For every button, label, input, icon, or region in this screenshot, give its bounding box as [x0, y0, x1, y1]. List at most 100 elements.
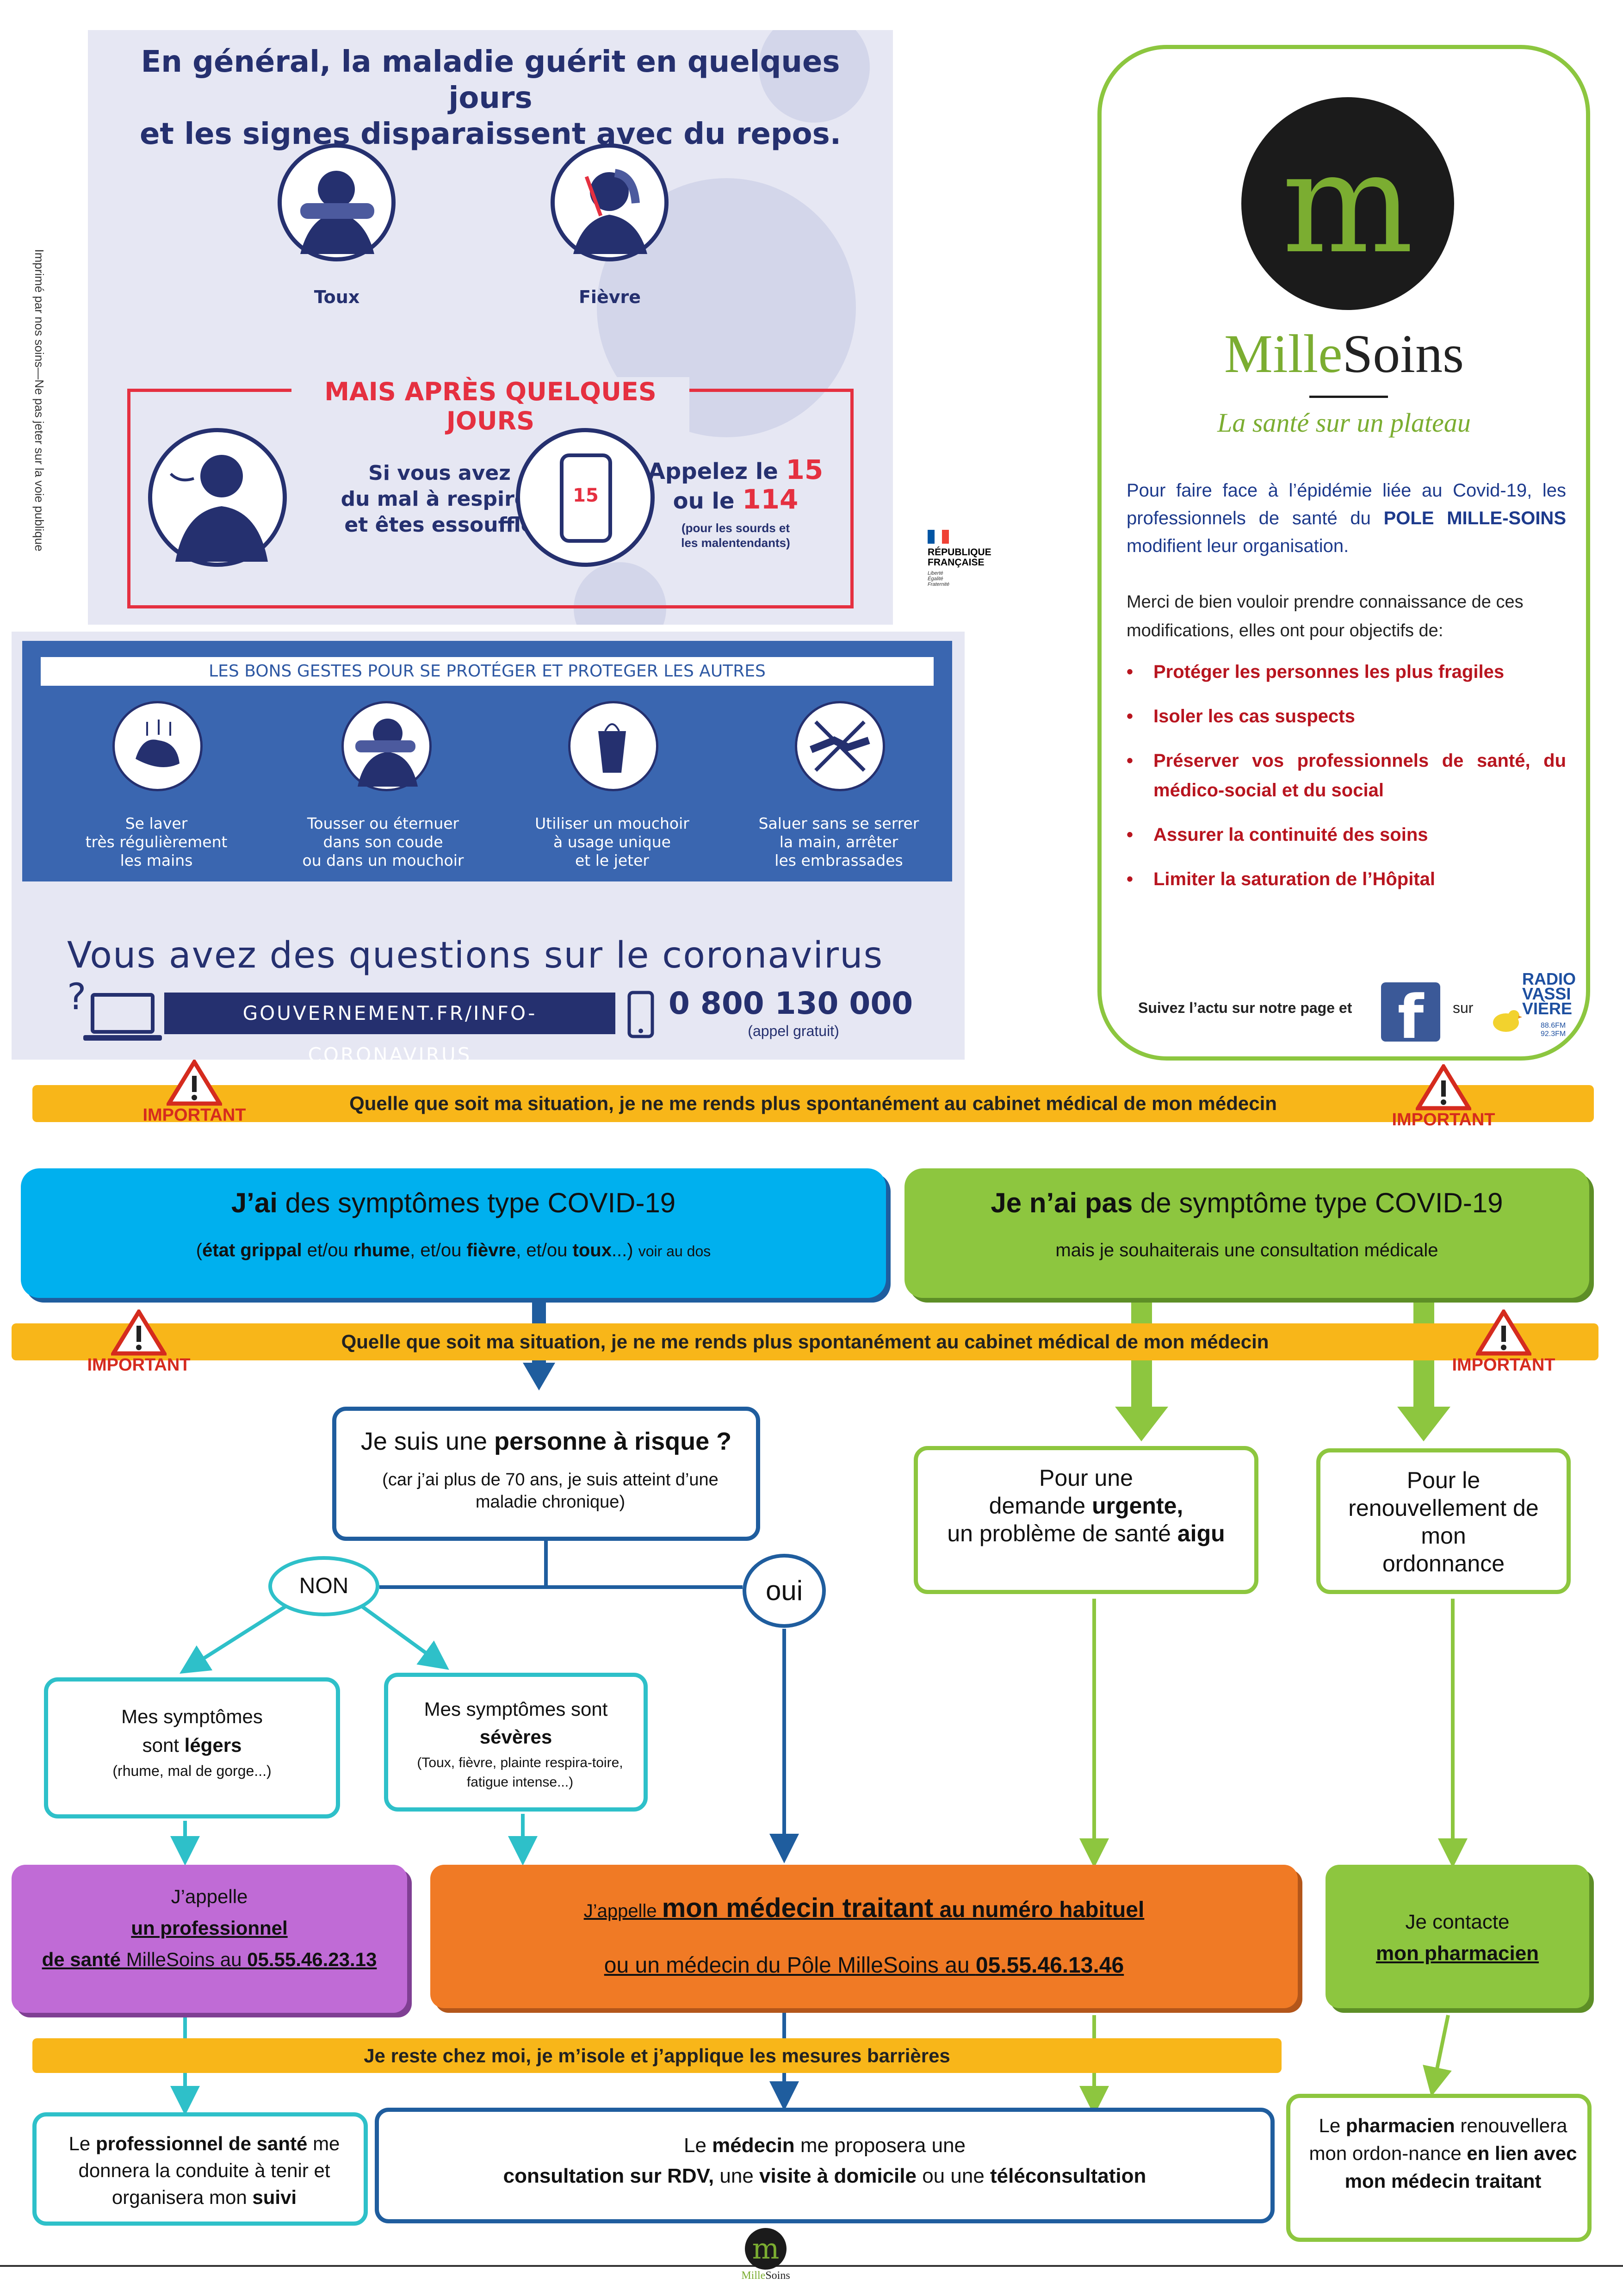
gouvernement-link[interactable]: GOUVERNEMENT.FR/INFO-CORONAVIRUS — [164, 993, 615, 1066]
med-line2: consultation sur RDV, une visite à domic… — [379, 2161, 1270, 2191]
objective-item: Préserver vos professionnels de santé, d… — [1127, 746, 1566, 805]
printed-note: Imprimé par nos soins—Ne pas jeter sur l… — [32, 249, 46, 552]
poster-title-line1: En général, la maladie guérit en quelque… — [141, 45, 840, 115]
sub-text: et/ou — [302, 1240, 353, 1260]
objective-item: Protéger les personnes les plus fragiles — [1127, 657, 1566, 687]
gesture-3-line3: et le jeter — [575, 851, 649, 869]
motto-2: Égalité — [928, 576, 943, 582]
severe-line2: sévères — [479, 1726, 552, 1748]
risk-title: Je suis une personne à risque ? — [336, 1427, 756, 1456]
cough-label: Toux — [314, 287, 360, 307]
elbow-cough-icon — [341, 701, 432, 791]
radio-line3: VIÈRE — [1522, 999, 1573, 1018]
rep-motto: Liberté Égalité Fraternité — [928, 571, 949, 587]
gesture-2-line2: dans son coude — [323, 833, 443, 851]
brand-divider — [1309, 396, 1388, 398]
fever-icon — [551, 143, 669, 261]
light-line2: sont légers — [48, 1731, 336, 1760]
radio-vassiviere-logo[interactable]: RADIO VASSI VIÈRE 88.6FM 92.3FM — [1490, 969, 1587, 1053]
gesture-3-line2: à usage unique — [553, 833, 671, 851]
call-note-line1: (pour les sourds et — [681, 521, 790, 535]
call-or: ou le — [673, 488, 743, 514]
risk-split-lines — [379, 1541, 743, 1589]
gesture-1-line1: Se laver — [125, 814, 188, 832]
brand-mille: Mille — [1224, 323, 1343, 384]
important-warning-left-top: IMPORTANT — [134, 1060, 254, 1124]
professional-phone[interactable]: 05.55.46.23.13 — [247, 1948, 377, 1970]
hotline-note: (appel gratuit) — [748, 1023, 839, 1039]
med-line2c: visite à domicile — [759, 2165, 917, 2187]
warning-triangle-icon — [167, 1060, 222, 1106]
virus-decoration — [759, 30, 870, 123]
prof-c: me donnera la conduite à tenir et organi… — [78, 2133, 340, 2208]
radio-line1: RADIO — [1522, 969, 1576, 988]
light-symptoms-box: Mes symptômes sont légers (rhume, mal de… — [44, 1677, 340, 1818]
intro-bold: POLE MILLE-SOINS — [1383, 508, 1566, 528]
phar-c: renouvellera mon ordon-nance — [1309, 2115, 1567, 2164]
rep-francaise-text: RÉPUBLIQUE FRANÇAISE — [928, 547, 991, 568]
sub-text: , et/ou — [516, 1240, 573, 1260]
phone-call-icon: 15 — [516, 428, 655, 567]
renew-line2: renouvellement de — [1348, 1495, 1539, 1521]
urgent-line1: Pour une — [1039, 1465, 1133, 1491]
pharma-line2: mon pharmacien — [1375, 1942, 1539, 1965]
symptoms-rest: des symptômes type COVID-19 — [277, 1187, 676, 1218]
no-symptoms-sub: mais je souhaiterais une consultation mé… — [1055, 1240, 1438, 1260]
no-symptoms-bold: Je n’ai pas — [991, 1187, 1133, 1218]
call-emergency: Appelez le 15 ou le 114 — [634, 456, 837, 515]
important-warning-right-top: IMPORTANT — [1383, 1064, 1504, 1129]
hand-washing-icon — [112, 701, 203, 791]
sub-small: voir au dos — [638, 1243, 711, 1260]
call-note-line2: les malentendants) — [681, 536, 790, 550]
purple-line3: de santé MilleSoins au 05.55.46.23.13 — [12, 1944, 407, 1975]
light-line2a: sont — [142, 1734, 185, 1756]
french-flag-icon — [928, 530, 949, 544]
important-label: IMPORTANT — [87, 1355, 191, 1375]
light-line1: Mes symptômes — [121, 1706, 263, 1727]
prof-text: Le professionnel de santé me donnera la … — [46, 2130, 363, 2211]
hotline-number[interactable]: 0 800 130 000 — [669, 986, 913, 1021]
symptoms-box: J’ai des symptômes type COVID-19 (état g… — [21, 1168, 886, 1298]
med-line2d: ou une — [916, 2165, 991, 2187]
renew-text: Pour le renouvellement de mon ordonnance — [1320, 1466, 1567, 1577]
renewal-box: Pour le renouvellement de mon ordonnance — [1316, 1448, 1571, 1594]
follow-text: Suivez l’actu sur notre page et — [1138, 999, 1352, 1016]
call-professional-box: J’appelle un professionnel de santé Mill… — [12, 1865, 407, 2013]
gesture-2-text: Tousser ou éternuer dans son coude ou da… — [291, 814, 476, 870]
non-answer: NON — [268, 1556, 379, 1616]
stay-home-banner: Je reste chez moi, je m’isole et j’appli… — [32, 2038, 1282, 2073]
med-line2b: une — [714, 2165, 760, 2187]
risk-question-box: Je suis une personne à risque ? (car j’a… — [332, 1407, 760, 1541]
purple-line3b: MilleSoins au — [121, 1948, 248, 1970]
oui-answer: oui — [743, 1554, 826, 1628]
questions-heading: Vous avez des questions sur le coronavir… — [67, 935, 884, 1018]
gesture-4-line2: la main, arrêter — [779, 833, 898, 851]
breathing-line1: Si vous avez — [368, 461, 511, 485]
no-handshake-icon — [795, 701, 885, 791]
logo-letter: m — [1282, 123, 1414, 284]
doctor-phone[interactable]: 05.55.46.13.46 — [975, 1953, 1124, 1978]
no-symptoms-title: Je n’ai pas de symptôme type COVID-19 — [904, 1187, 1589, 1219]
objective-item: Isoler les cas suspects — [1127, 701, 1566, 731]
radio-line2: VASSI — [1522, 984, 1571, 1003]
phar-a: Le — [1319, 2115, 1346, 2136]
symptoms-title: J’ai des symptômes type COVID-19 — [21, 1187, 886, 1219]
radio-freq1: 88.6FM — [1541, 1022, 1566, 1030]
pharma-line1: Je contacte — [1405, 1911, 1510, 1933]
urgent-line3a: un problème de santé — [947, 1520, 1177, 1546]
orange-line1a: J’appelle — [583, 1901, 662, 1921]
laptop-icon — [83, 993, 162, 1041]
purple-line2: un professionnel — [131, 1917, 288, 1939]
renew-line1: Pour le — [1406, 1467, 1481, 1493]
urgent-line3b: aigu — [1177, 1520, 1225, 1546]
sub-text: , et/ou — [410, 1240, 467, 1260]
protective-gestures-poster: LES BONS GESTES POUR SE PROTÉGER ET PROT… — [12, 632, 965, 1066]
orange-line2a: ou un médecin du Pôle MilleSoins au — [604, 1953, 976, 1978]
footer-rule — [0, 2265, 1623, 2267]
sub-bold: toux — [572, 1240, 612, 1260]
contact-pharmacist-box: Je contacte mon pharmacien — [1326, 1865, 1589, 2008]
intro-part1: Pour faire face à l’épidémie liée au Cov… — [1127, 480, 1566, 528]
call-line2: ou le 114 — [634, 485, 837, 515]
sub-bold: fièvre — [466, 1240, 516, 1260]
facebook-icon[interactable]: f — [1381, 982, 1440, 1042]
